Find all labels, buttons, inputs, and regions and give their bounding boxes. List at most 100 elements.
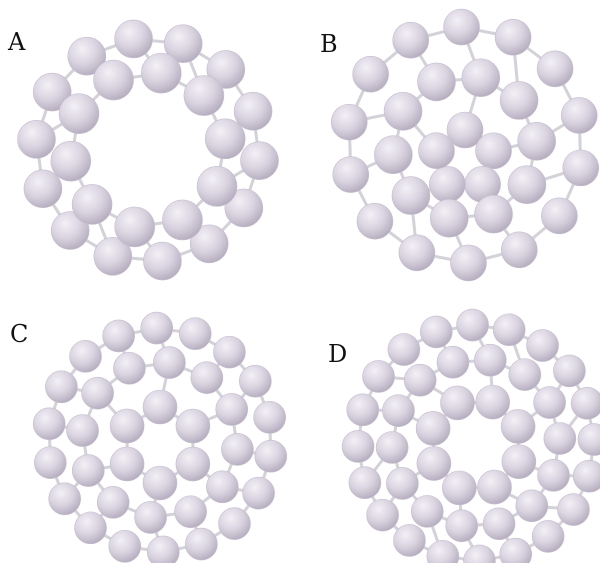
cluster-a-atom	[93, 237, 133, 276]
cluster-d-atom	[531, 520, 565, 553]
cluster-a-atom	[114, 206, 156, 248]
cluster-b-atom	[429, 165, 466, 203]
cluster-b	[330, 8, 600, 282]
cluster-d-atom	[533, 386, 566, 419]
cluster-d-atom	[526, 329, 559, 362]
cluster-d-atom	[475, 384, 510, 420]
cluster-d-atom	[477, 469, 512, 505]
cluster-c-atom	[174, 495, 207, 529]
cluster-d-atom	[346, 393, 380, 427]
cluster-b-atom	[450, 244, 487, 282]
cluster-d-atom	[410, 495, 444, 528]
cluster-c-atom	[218, 507, 251, 540]
cluster-c-atom	[66, 414, 99, 447]
cluster-c-atom	[113, 351, 146, 385]
cluster-a-atom	[58, 93, 100, 134]
cluster-b-atom	[536, 50, 574, 88]
cluster-c-atom	[215, 393, 249, 426]
cluster-d-atom	[553, 354, 586, 388]
cluster-c-atom	[134, 501, 167, 534]
cluster-d-atom	[419, 315, 453, 349]
cluster-d-atom	[382, 394, 415, 427]
cluster-a-atom	[143, 241, 182, 281]
cluster-c-atom	[74, 511, 107, 545]
cluster-b-atom	[562, 149, 600, 187]
cluster-a-atom	[23, 169, 63, 209]
cluster-a-atoms	[17, 19, 279, 281]
panel-c: C	[0, 285, 300, 563]
cluster-b-atom	[418, 132, 455, 170]
cluster-c-atom	[81, 376, 114, 410]
cluster-b-atom	[500, 231, 538, 269]
cluster-a-atom	[196, 166, 238, 207]
cluster-b-atom	[507, 165, 547, 205]
cluster-c-atom	[142, 389, 178, 425]
cluster-b-atom	[429, 198, 469, 238]
cluster-b-atom	[417, 62, 456, 102]
cluster-a-atom	[240, 141, 279, 180]
cluster-a	[17, 19, 279, 281]
cluster-d-atom	[463, 544, 496, 563]
cluster-d-atom	[577, 423, 600, 456]
cluster-c-atom	[48, 482, 81, 516]
cluster-b-atom	[332, 156, 370, 193]
cluster-a-atom	[32, 72, 72, 112]
cluster-d-atom	[436, 345, 470, 379]
cluster-c-atom	[153, 346, 186, 379]
cluster-d-atom	[456, 308, 489, 342]
cluster-d-atom	[387, 333, 421, 366]
cluster-d-atoms	[341, 308, 600, 563]
panel-label-d: D	[328, 340, 348, 368]
cluster-d-atom	[442, 470, 477, 506]
panel-b: B	[300, 0, 600, 285]
cluster-d-atom	[426, 539, 460, 563]
cluster-c-atom	[96, 486, 130, 519]
cluster-c-atom	[34, 446, 67, 479]
cluster-c-atom	[185, 527, 218, 561]
cluster-b-atom	[443, 8, 480, 46]
cluster-d-atom	[366, 498, 399, 532]
cluster-d-atom	[508, 358, 542, 391]
cluster-b-atom	[446, 111, 484, 149]
cluster-c-atom	[242, 476, 275, 510]
cluster-c-atom	[108, 530, 142, 563]
cluster-c-atom	[146, 535, 180, 563]
cluster-c-atoms	[32, 311, 288, 563]
cluster-d-atom	[416, 446, 452, 481]
cluster-b-atom	[541, 197, 578, 235]
cluster-a-atom	[233, 91, 273, 131]
cluster-a-atom	[50, 140, 92, 182]
cluster-a-atom	[17, 120, 56, 159]
cluster-d-atom	[362, 360, 395, 393]
cluster-b-atom	[499, 81, 539, 120]
cluster-d-atom	[440, 385, 475, 421]
cluster-d-atom	[499, 537, 533, 563]
cluster-d-atom	[445, 509, 479, 543]
cluster-b-atom	[475, 132, 512, 170]
cluster-d-atom	[572, 459, 600, 493]
cluster-a-atom	[50, 211, 90, 250]
cluster-a-atom	[189, 224, 229, 264]
cluster-c-atom	[175, 408, 211, 444]
cluster-a-atom	[114, 19, 153, 59]
cluster-d-atom	[473, 343, 507, 377]
cluster-c-atom	[175, 446, 211, 482]
cluster-d-atom	[500, 409, 536, 444]
cluster-c-atom	[206, 470, 239, 504]
cluster-c-atom	[221, 433, 254, 466]
cluster-b-atom	[330, 103, 368, 141]
cluster-a-atom	[140, 52, 182, 94]
cluster-a-atom	[163, 24, 203, 63]
cluster-c-atom	[140, 311, 174, 345]
cluster-c-atom	[178, 317, 212, 350]
cluster-d-atom	[570, 386, 600, 420]
cluster-d-atom	[415, 411, 451, 446]
cluster-d-atom	[557, 493, 590, 526]
cluster-c-atom	[213, 335, 246, 369]
cluster-c-atom	[69, 340, 102, 373]
cluster-b-atom	[356, 202, 394, 240]
panel-label-b: B	[320, 30, 338, 58]
cluster-a-atom	[206, 50, 246, 89]
cluster-d-atom	[375, 431, 409, 464]
cluster-b-atom	[392, 21, 430, 59]
